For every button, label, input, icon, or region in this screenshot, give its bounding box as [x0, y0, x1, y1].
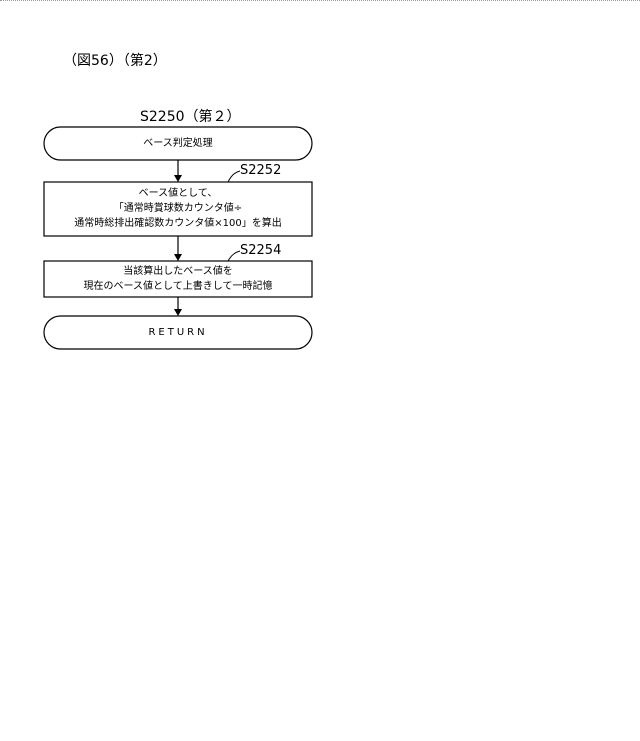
arrowhead-start-to-s2252	[174, 175, 182, 182]
process-text-s2254: 当該算出したベース値を 現在のベース値として上書きして一時記憶	[44, 264, 312, 294]
step-id-s2252: S2252	[240, 163, 281, 178]
s2252-line-2: 「通常時賞球数カウンタ値÷	[44, 201, 312, 216]
leader-s2252	[228, 171, 240, 182]
leader-s2254	[228, 251, 240, 261]
arrowhead-s2252-to-s2254	[174, 254, 182, 261]
process-text-s2252: ベース値として、 「通常時賞球数カウンタ値÷ 通常時総排出確認数カウンタ値×10…	[44, 186, 312, 231]
s2252-line-1: ベース値として、	[44, 186, 312, 201]
arrowhead-s2254-to-return	[174, 309, 182, 316]
return-text: RETURN	[44, 325, 312, 340]
s2254-line-2: 現在のベース値として上書きして一時記憶	[44, 279, 312, 294]
start-text: ベース判定処理	[44, 136, 312, 151]
s2252-line-3: 通常時総排出確認数カウンタ値×100」を算出	[44, 216, 312, 231]
step-id-s2254: S2254	[240, 243, 281, 258]
s2254-line-1: 当該算出したベース値を	[44, 264, 312, 279]
